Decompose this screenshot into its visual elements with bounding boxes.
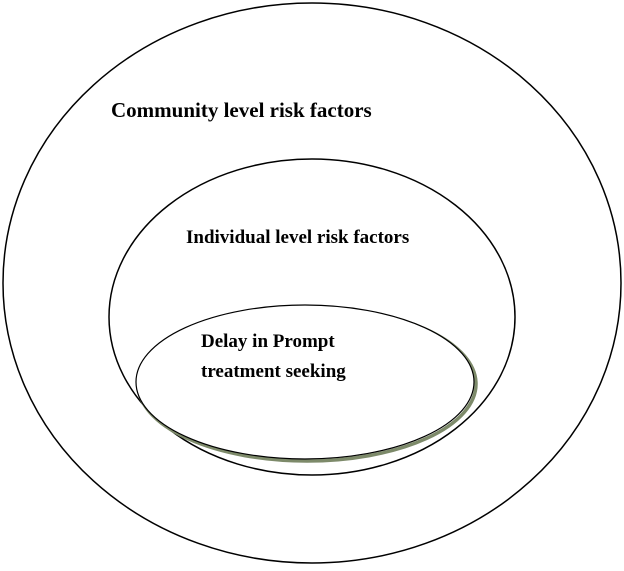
individual-level-label: Individual level risk factors [186,227,410,248]
community-level-label: Community level risk factors [111,98,372,122]
delay-ellipse [135,304,475,460]
delay-label-line1: Delay in Prompt [201,331,335,352]
delay-label-line2: treatment seeking [201,361,346,382]
